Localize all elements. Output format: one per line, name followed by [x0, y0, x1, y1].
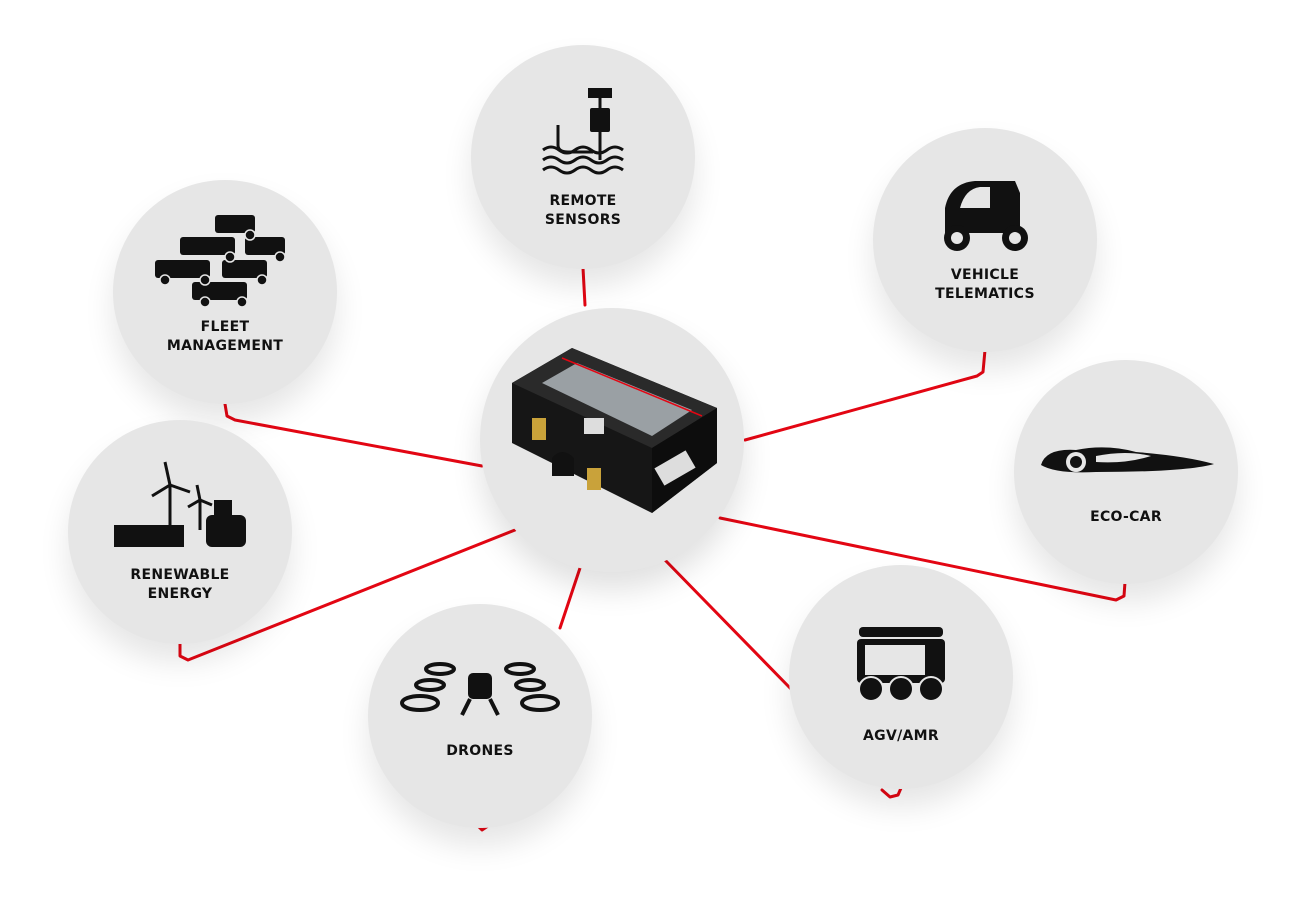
- water-sensor-icon: [542, 88, 624, 175]
- utility-vehicle-icon: [944, 181, 1028, 251]
- hub-device-node[interactable]: [480, 308, 744, 572]
- node-label: FLEET MANAGEMENT: [166, 319, 284, 354]
- node-label: VEHICLE TELEMATICS: [935, 267, 1035, 302]
- node-vehicle-telematics[interactable]: VEHICLE TELEMATICS: [873, 128, 1097, 352]
- node-agv-amr[interactable]: AGV/AMR: [789, 565, 1013, 789]
- line-vehicle-telematics: [743, 348, 987, 442]
- eco-car-icon: [1041, 447, 1214, 473]
- node-label: AGV/AMR: [863, 728, 939, 744]
- node-label: RENEWABLE ENERGY: [130, 567, 230, 602]
- drone-icon: [400, 662, 560, 716]
- line-drones: [558, 566, 582, 630]
- vehicle-fleet-icon: [155, 215, 286, 308]
- telematics-device-image: [512, 348, 717, 513]
- node-renewable-energy[interactable]: RENEWABLE ENERGY: [68, 420, 292, 644]
- line-remote-sensors: [581, 266, 587, 307]
- delivery-robot-icon: [857, 627, 945, 702]
- wind-solar-icon: [114, 461, 246, 547]
- line-fleet-management: [223, 402, 484, 468]
- node-label: ECO-CAR: [1090, 509, 1162, 525]
- node-label: DRONES: [446, 743, 514, 759]
- node-drones[interactable]: DRONES: [368, 604, 592, 828]
- line-renewable-energy: [178, 528, 517, 662]
- node-remote-sensors[interactable]: REMOTE SENSORS: [471, 45, 695, 269]
- node-fleet-management[interactable]: FLEET MANAGEMENT: [113, 180, 337, 404]
- line-eco-car: [718, 516, 1127, 602]
- line-agv-tail: [880, 786, 903, 799]
- node-eco-car[interactable]: ECO-CAR: [1014, 360, 1238, 584]
- node-label: REMOTE SENSORS: [544, 193, 622, 228]
- line-agv-amr: [663, 558, 794, 692]
